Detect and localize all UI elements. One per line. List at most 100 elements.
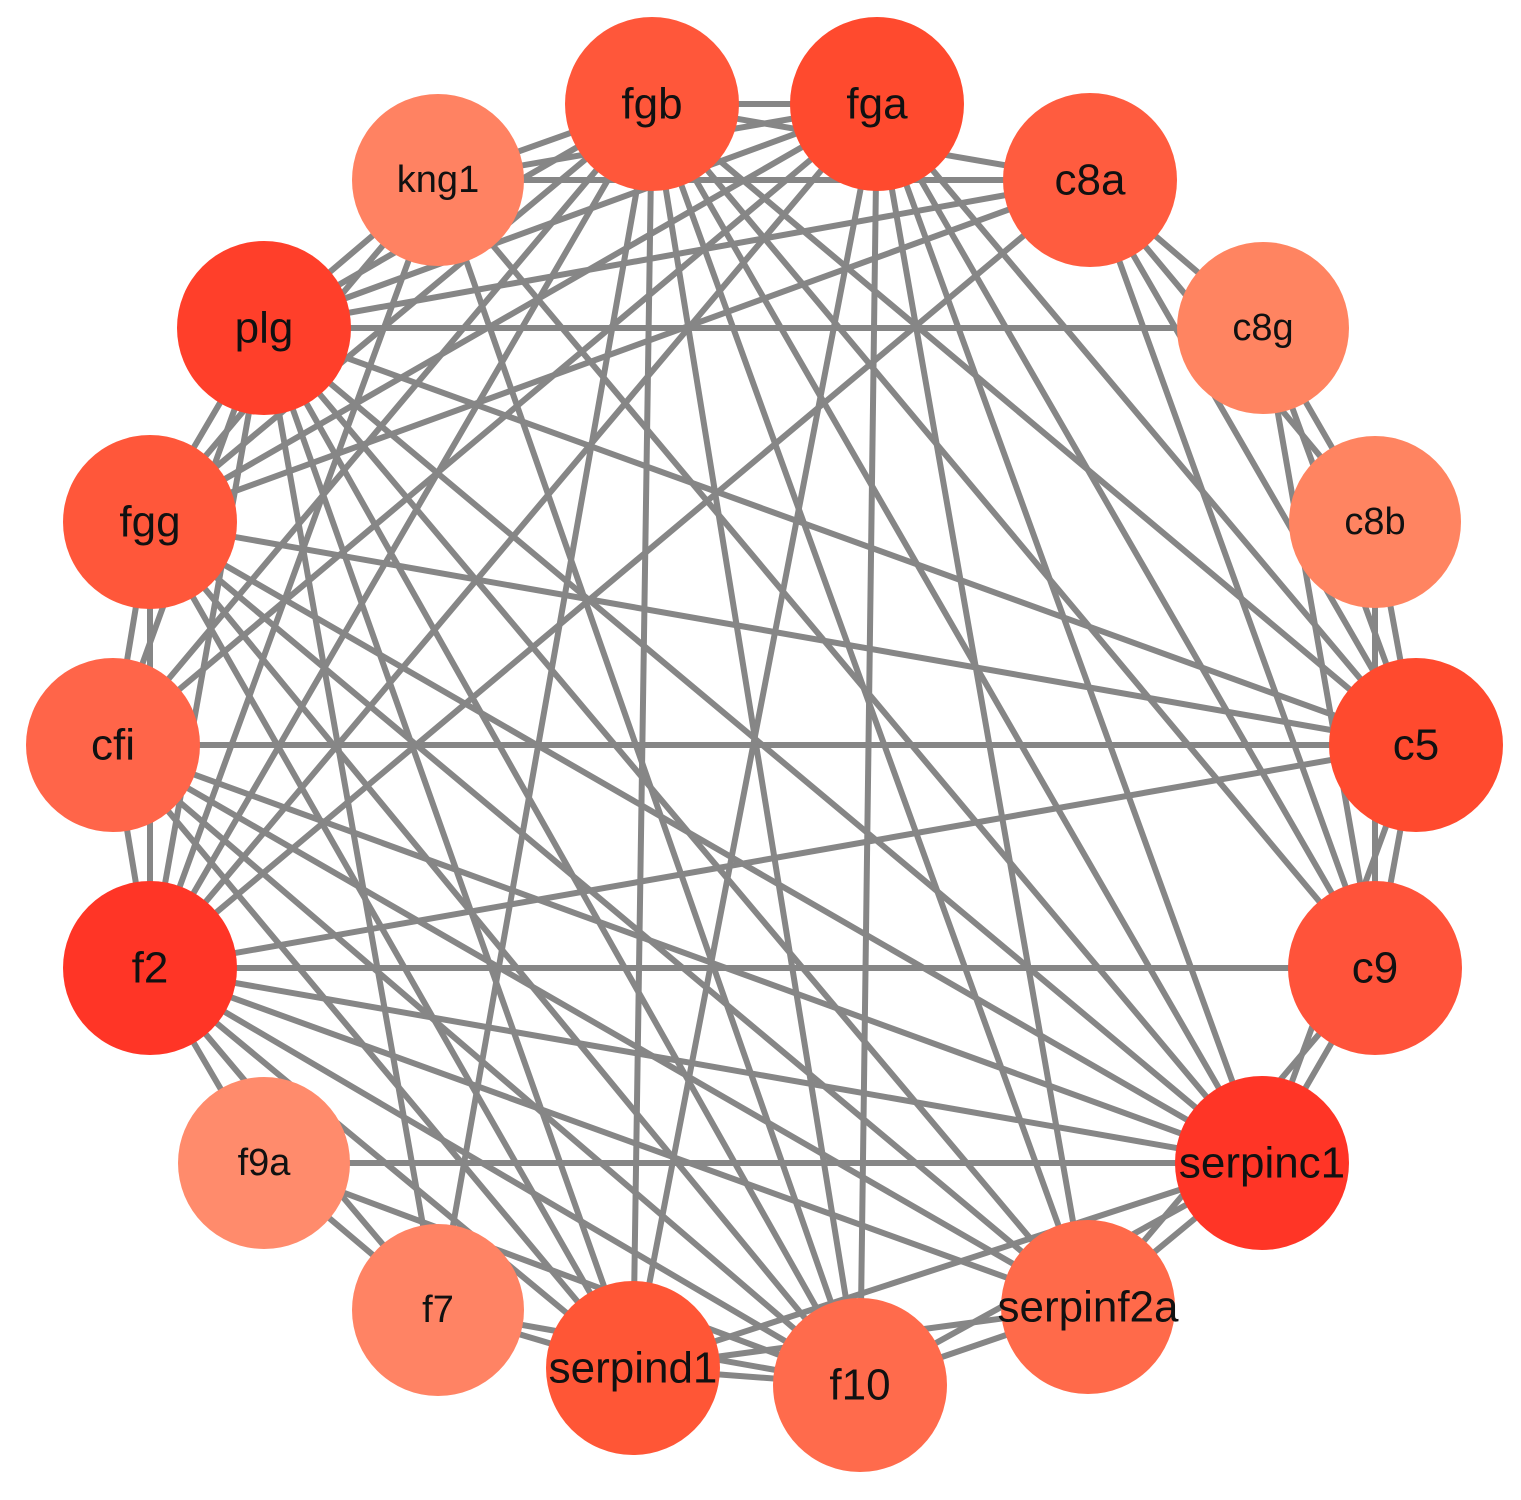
edge-serpind1-fgg [147,519,636,1371]
node-circle [1329,658,1503,832]
edge-c8a-c5 [1087,177,1419,748]
edge-f10-plg [261,325,863,1388]
node-circle [1288,881,1462,1055]
edge-fgb-c5 [649,101,1419,748]
node-circle [790,17,964,191]
edge-fga-fgg [147,101,880,525]
node-circle [63,435,237,609]
edge-serpinf2a-fgg [147,519,1091,1310]
node-kng1[interactable]: kng1 [352,94,524,266]
edge-serpinc1-f2 [147,965,1265,1166]
edge-fga-c5 [874,101,1419,748]
edge-c8g-c9 [1260,325,1378,971]
edge-fga-c9 [874,101,1378,971]
node-label: f10 [829,1361,890,1410]
node-c5[interactable]: c5 [1329,658,1503,832]
node-c9[interactable]: c9 [1288,881,1462,1055]
edge-serpinc1-cfi [110,742,1265,1166]
node-f2[interactable]: f2 [63,881,237,1055]
node-circle [1177,242,1349,414]
node-circle [178,1077,350,1249]
node-label: c8b [1344,501,1405,543]
edge-serpinc1-serpind1 [630,1160,1265,1371]
node-label: kng1 [397,159,479,201]
node-f10[interactable]: f10 [773,1298,947,1472]
node-label: serpind1 [549,1344,718,1393]
edge-fgb-serpind1 [630,101,655,1371]
edge-serpinf2a-plg [261,325,1091,1310]
node-circle [352,94,524,266]
node-fga[interactable]: fga [790,17,964,191]
edge-c8a-c9 [1087,177,1378,971]
edge-f10-fgg [147,519,863,1388]
node-circle [1289,436,1461,608]
node-label: serpinf2a [997,1283,1179,1332]
node-label: fgg [119,498,180,547]
edge-fga-plg [261,101,880,331]
node-serpinf2a[interactable]: serpinf2a [997,1220,1179,1394]
node-f9a[interactable]: f9a [178,1077,350,1249]
edge-c5-fgg [147,519,1419,748]
edge-serpinf2a-cfi [110,742,1091,1310]
node-circle [352,1224,524,1396]
edge-c5-f2 [147,742,1419,971]
node-circle [1175,1076,1349,1250]
edge-f10-f9a [261,1160,863,1388]
edge-c8a-f2 [147,177,1093,971]
node-label: f7 [422,1289,454,1331]
edge-f10-cfi [110,742,863,1388]
edge-c8a-fgg [147,177,1093,525]
edges-layer [110,101,1419,1388]
edge-serpinf2a-f2 [147,965,1091,1310]
node-circle [565,17,739,191]
edge-fga-serpinc1 [874,101,1265,1166]
edge-fgb-f2 [147,101,655,971]
edge-fgb-c9 [649,101,1378,971]
node-c8b[interactable]: c8b [1289,436,1461,608]
edge-c5-plg [261,325,1419,748]
node-circle [773,1298,947,1472]
edge-serpinc1-plg [261,325,1265,1166]
node-circle [177,241,351,415]
edge-fgb-serpinc1 [649,101,1265,1166]
node-circle [1001,1220,1175,1394]
node-label: f9a [238,1142,292,1184]
node-plg[interactable]: plg [177,241,351,415]
edge-fgb-f7 [435,101,655,1313]
edge-f10-f2 [147,965,863,1388]
node-label: serpinc1 [1179,1139,1345,1188]
edge-serpinc1-fgg [147,519,1265,1166]
node-label: c8g [1232,307,1293,349]
edge-fga-cfi [110,101,880,748]
node-label: c5 [1393,721,1439,770]
edge-serpind1-f2 [147,965,636,1371]
node-circle [1003,93,1177,267]
node-circle [63,881,237,1055]
node-serpinc1[interactable]: serpinc1 [1175,1076,1349,1250]
node-f7[interactable]: f7 [352,1224,524,1396]
edge-fgb-fgg [147,101,655,525]
node-serpind1[interactable]: serpind1 [546,1281,720,1455]
edge-fga-serpinf2a [874,101,1091,1310]
edge-c8a-plg [261,177,1093,331]
node-circle [26,658,200,832]
node-label: c8a [1055,156,1126,205]
node-label: plg [235,304,294,353]
edge-kng1-serpinc1 [435,177,1265,1166]
edge-serpind1-plg [261,325,636,1371]
edge-f2-plg [147,325,267,971]
node-label: f2 [132,944,169,993]
node-fgb[interactable]: fgb [565,17,739,191]
node-c8a[interactable]: c8a [1003,93,1177,267]
edge-f7-plg [261,325,441,1313]
node-c8g[interactable]: c8g [1177,242,1349,414]
node-cfi[interactable]: cfi [26,658,200,832]
node-label: c9 [1352,944,1398,993]
edge-kng1-f2 [147,177,441,971]
node-fgg[interactable]: fgg [63,435,237,609]
node-label: cfi [91,721,135,770]
node-circle [546,1281,720,1455]
node-label: fgb [621,80,682,129]
node-label: fga [846,80,908,129]
